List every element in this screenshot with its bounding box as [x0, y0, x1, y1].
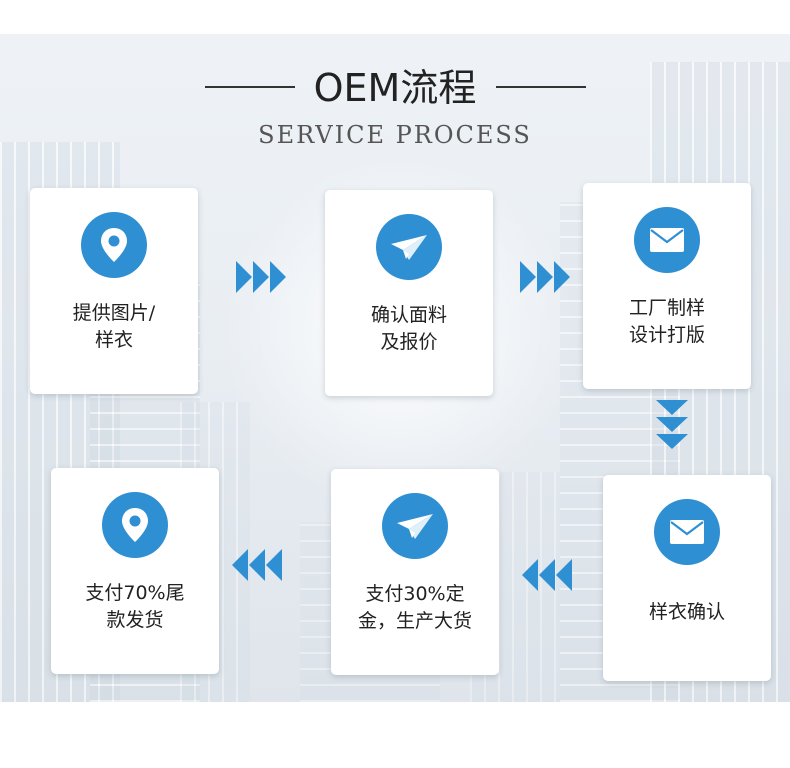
step-label-line1: 工厂制样: [628, 297, 705, 319]
arrow-left-icon: [232, 548, 284, 582]
title-divider-right: [496, 86, 586, 88]
step-label: 提供图片/ 样衣: [30, 300, 198, 354]
step-label-line2: 样衣: [94, 329, 133, 351]
step-label-line2: 金，生产大货: [357, 610, 472, 632]
step-label: 支付70%尾 款发货: [51, 580, 219, 634]
title-divider-left: [205, 86, 295, 88]
step-card-2: 确认面料 及报价: [325, 190, 493, 396]
page-subtitle: SERVICE PROCESS: [258, 121, 532, 149]
arrow-left-icon: [522, 558, 574, 592]
envelope-icon: [634, 207, 700, 273]
arrow-right-icon: [236, 260, 288, 294]
step-label-line1: 样衣确认: [648, 601, 725, 623]
paper-plane-icon: [382, 493, 448, 559]
paper-plane-icon: [376, 214, 442, 280]
step-label-line1: 支付30%定: [365, 583, 465, 605]
step-label: 工厂制样 设计打版: [583, 295, 751, 349]
step-label: 支付30%定 金，生产大货: [331, 581, 499, 635]
arrow-down-icon: [655, 400, 689, 452]
step-label-line1: 提供图片/: [72, 302, 156, 324]
arrow-right-icon: [520, 260, 572, 294]
section-heading: OEM流程: [0, 62, 790, 114]
step-label-line1: 支付70%尾: [85, 582, 185, 604]
location-pin-icon: [102, 492, 168, 558]
step-label-line1: 确认面料: [370, 304, 447, 326]
step-label-line2: 款发货: [106, 609, 164, 631]
step-label-line2: 及报价: [380, 331, 438, 353]
step-card-6: 支付70%尾 款发货: [51, 468, 219, 674]
envelope-icon: [654, 499, 720, 565]
step-card-4: 样衣确认: [603, 475, 771, 681]
page-title: OEM流程: [313, 66, 477, 110]
step-label-line2: 设计打版: [628, 324, 705, 346]
step-label: 样衣确认: [603, 599, 771, 626]
step-card-1: 提供图片/ 样衣: [30, 188, 198, 394]
step-card-5: 支付30%定 金，生产大货: [331, 469, 499, 675]
step-card-3: 工厂制样 设计打版: [583, 183, 751, 389]
location-pin-icon: [81, 212, 147, 278]
step-label: 确认面料 及报价: [325, 302, 493, 356]
